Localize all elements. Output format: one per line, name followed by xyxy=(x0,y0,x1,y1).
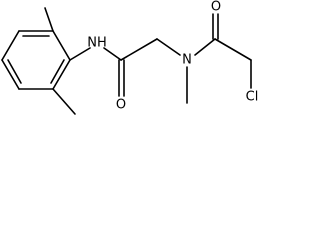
ring-bond-3 xyxy=(1,30,20,61)
ring-bond-1 xyxy=(52,30,71,61)
ring-bond-4 xyxy=(1,59,20,90)
atom-o-amide-label: O xyxy=(116,98,126,113)
nh-carbonyl-bond xyxy=(103,47,122,61)
chemical-structure: NH O N O Cl xyxy=(1,0,258,115)
ring-double-bond-3 xyxy=(50,59,65,84)
atom-o-acyl-label: O xyxy=(211,0,221,15)
atom-labels: NH O N O Cl xyxy=(87,0,258,113)
methyl-bond-top xyxy=(44,7,54,32)
methyl-bond-bottom xyxy=(52,88,76,115)
atom-n-label: N xyxy=(182,53,192,68)
acyl-ch2-bond xyxy=(214,38,252,61)
atom-nh-label: NH xyxy=(87,36,107,51)
carbonyl-ch2-bond xyxy=(120,38,158,61)
aryl-nh-bond xyxy=(69,47,91,61)
n-acyl-bond xyxy=(194,38,216,56)
bonds xyxy=(1,7,252,115)
ring-bond-6 xyxy=(52,59,71,90)
atom-cl-label: Cl xyxy=(246,90,259,105)
ring-double-bond-2 xyxy=(7,59,22,84)
ch2-n-bond xyxy=(156,38,181,56)
